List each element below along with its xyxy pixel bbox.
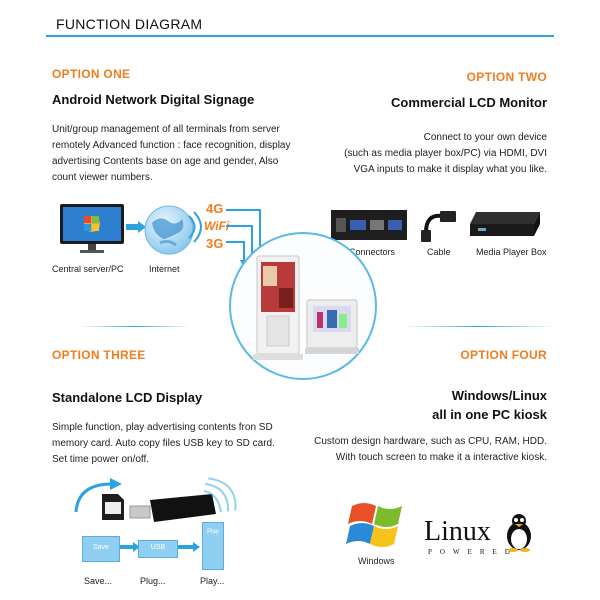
play-screen: Play [202, 522, 224, 570]
desc-line: Custom design hardware, such as CPU, RAM… [314, 436, 547, 447]
cable-caption: Cable [427, 247, 451, 257]
divider-right [404, 326, 554, 327]
arrow-right-icon [120, 542, 140, 552]
media-player-caption: Media Player Box [476, 247, 547, 257]
title-underline [46, 35, 554, 37]
desc-line: remotely Advanced function : face recogn… [52, 140, 291, 151]
desc-line: Set time power on/off. [52, 454, 150, 465]
server-caption: Central server/PC [52, 264, 124, 274]
divider-left [80, 326, 190, 327]
desc-line: count viewer numbers. [52, 172, 153, 183]
desc-line: memory card. Auto copy files USB key to … [52, 438, 275, 449]
option-two-heading: Commercial LCD Monitor [390, 95, 547, 110]
option-three-label: OPTION THREE [52, 348, 146, 362]
option-four-label: OPTION FOUR [460, 348, 547, 362]
desc-line: (such as media player box/PC) via HDMI, … [344, 148, 547, 159]
network-label-4g: 4G [206, 201, 224, 216]
globe-icon [144, 205, 194, 255]
save-caption: Save... [84, 576, 113, 586]
arrow-right-icon [126, 221, 146, 233]
option-four-description: Custom design hardware, such as CPU, RAM… [267, 434, 547, 466]
option-two-description: Connect to your own device (such as medi… [287, 130, 547, 178]
plug-caption: Plug... [140, 576, 166, 586]
desc-line: Connect to your own device [423, 132, 547, 143]
signal-waves-icon [204, 477, 237, 513]
connectors-panel-icon [331, 210, 407, 240]
save-screen: Save [82, 536, 120, 562]
curved-arrow-icon [74, 478, 122, 513]
tux-penguin-icon [507, 514, 531, 552]
heading-line: Windows/Linux [451, 388, 547, 403]
option-three-heading: Standalone LCD Display [52, 390, 203, 405]
arrow-right-icon [178, 542, 200, 552]
option-one-heading: Android Network Digital Signage [52, 92, 255, 107]
option-one-description: Unit/group management of all terminals f… [52, 122, 312, 186]
page-title: FUNCTION DIAGRAM [56, 16, 203, 32]
usb-key-icon [129, 494, 216, 522]
play-screen-label: Play [207, 529, 219, 535]
internet-caption: Internet [149, 264, 180, 274]
signal-waves-icon [188, 211, 202, 243]
linux-powered-text: POWERED [428, 548, 518, 556]
play-caption: Play... [200, 576, 225, 586]
option-three-description: Simple function, play advertising conten… [52, 420, 312, 468]
windows-logo-icon [346, 503, 402, 547]
desc-line: With touch screen to make it a interacti… [335, 452, 547, 463]
usb-screen: USB [138, 540, 178, 558]
kiosk-illustration-icon [253, 255, 359, 360]
media-player-box-icon [470, 212, 540, 236]
linux-wordmark: Linux [424, 516, 491, 547]
desc-line: VGA inputs to make it display what you l… [353, 164, 547, 175]
save-screen-label: Save [93, 544, 109, 551]
connectors-caption: Connectors [349, 247, 396, 257]
option-one-label: OPTION ONE [52, 67, 131, 81]
desc-line: Unit/group management of all terminals f… [52, 124, 280, 135]
network-label-wifi: WiFi [204, 219, 230, 233]
sd-card-icon [102, 494, 124, 520]
windows-caption: Windows [358, 556, 395, 566]
heading-line: all in one PC kiosk [432, 407, 547, 422]
desc-line: advertising Contents base on age and gen… [52, 156, 279, 167]
cable-icon [421, 211, 456, 242]
desktop-pc-icon [60, 204, 124, 253]
option-two-label: OPTION TWO [466, 70, 547, 84]
option-four-heading: Windows/Linux all in one PC kiosk [432, 386, 547, 424]
network-label-3g: 3G [206, 236, 224, 251]
usb-screen-label: USB [150, 544, 166, 551]
desc-line: Simple function, play advertising conten… [52, 422, 273, 433]
